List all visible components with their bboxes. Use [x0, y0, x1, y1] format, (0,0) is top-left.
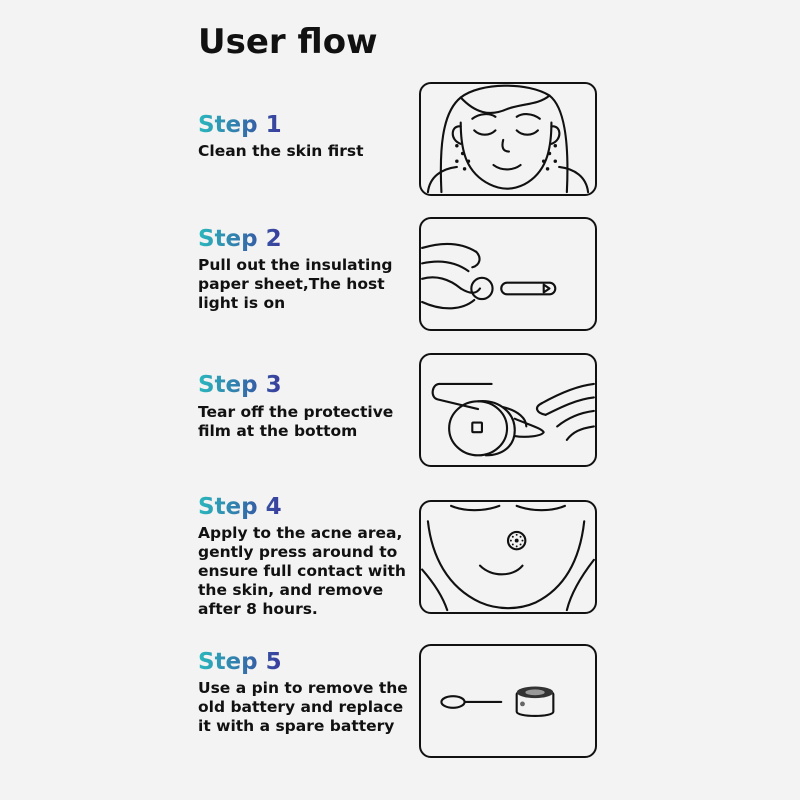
step-1-description: Clean the skin first: [198, 142, 364, 160]
peel-film-icon: [431, 382, 595, 457]
face-patch-icon: [421, 504, 595, 612]
step-3-description: Tear off the protective film at the bott…: [198, 403, 394, 440]
step-4-heading: Step 4: [198, 494, 282, 520]
step-4-description: Apply to the acne area, gently press aro…: [198, 524, 406, 618]
step-1-illustration: [419, 82, 597, 196]
step-5-description: Use a pin to remove the old battery and …: [198, 679, 408, 735]
face-cleaning-icon: [426, 84, 590, 194]
step-2-illustration: [419, 217, 597, 331]
step-3-heading: Step 3: [198, 372, 282, 398]
page-title: User flow: [198, 22, 378, 62]
battery-replace-icon: [440, 686, 555, 718]
step-2-description: Pull out the insulating paper sheet,The …: [198, 256, 393, 312]
pull-tab-icon: [421, 243, 557, 310]
step-1-heading: Step 1: [198, 112, 282, 138]
step-5-illustration: [419, 644, 597, 758]
step-5-heading: Step 5: [198, 649, 282, 675]
step-3-illustration: [419, 353, 597, 467]
step-2-heading: Step 2: [198, 226, 282, 252]
step-4-illustration: [419, 500, 597, 614]
